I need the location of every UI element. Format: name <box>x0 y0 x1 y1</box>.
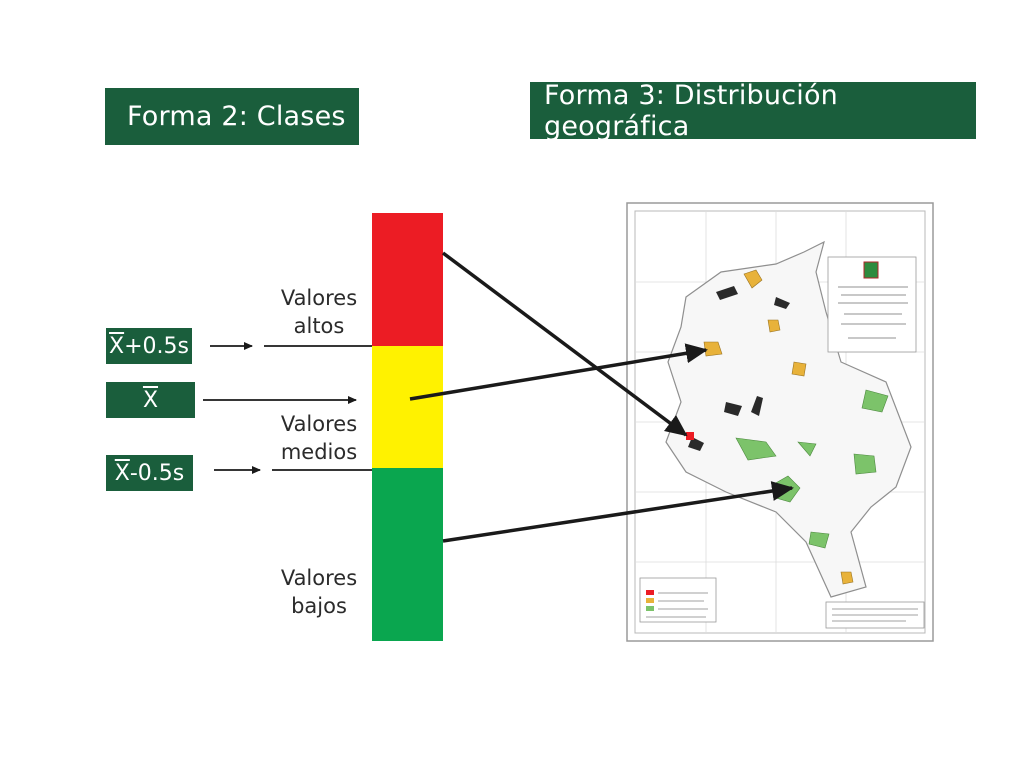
class-label-line1: Valores <box>280 412 358 436</box>
class-label-line1: Valores <box>280 286 358 310</box>
class-label-line2: altos <box>293 314 345 338</box>
color-band-high <box>372 213 443 346</box>
class-label-high: Valores altos <box>264 284 374 340</box>
arrow-mid-to-map <box>409 343 708 401</box>
color-band-mid <box>372 346 443 468</box>
color-band-low <box>372 468 443 641</box>
class-label-line1: Valores <box>280 566 358 590</box>
colombia-map-icon <box>626 202 934 642</box>
stat-suffix: +0.5s <box>124 333 189 359</box>
header-forma-2-clases: Forma 2: Clases <box>105 88 359 145</box>
class-label-mid: Valores medios <box>264 410 374 466</box>
stat-suffix: -0.5s <box>129 460 185 486</box>
stat-mean-minus-half-sd: X-0.5s <box>106 455 193 491</box>
stat-mean: X <box>106 382 195 418</box>
stat-xbar-symbol: X <box>109 333 125 359</box>
arrow-low-to-map <box>442 481 794 543</box>
header-forma-3-title: Forma 3: Distribución geográfica <box>544 79 838 142</box>
class-label-line2: medios <box>280 440 358 464</box>
header-forma-2-title: Forma 2: Clases <box>127 101 346 132</box>
stat-xbar-symbol: X <box>142 387 159 413</box>
class-label-low: Valores bajos <box>264 564 374 620</box>
class-label-line2: bajos <box>291 594 347 618</box>
header-forma-3-distribucion: Forma 3: Distribución geográfica <box>530 79 976 142</box>
arrow-high-to-map <box>441 251 688 437</box>
stat-xbar-symbol: X <box>114 460 130 486</box>
stat-mean-plus-half-sd: X+0.5s <box>106 328 192 364</box>
